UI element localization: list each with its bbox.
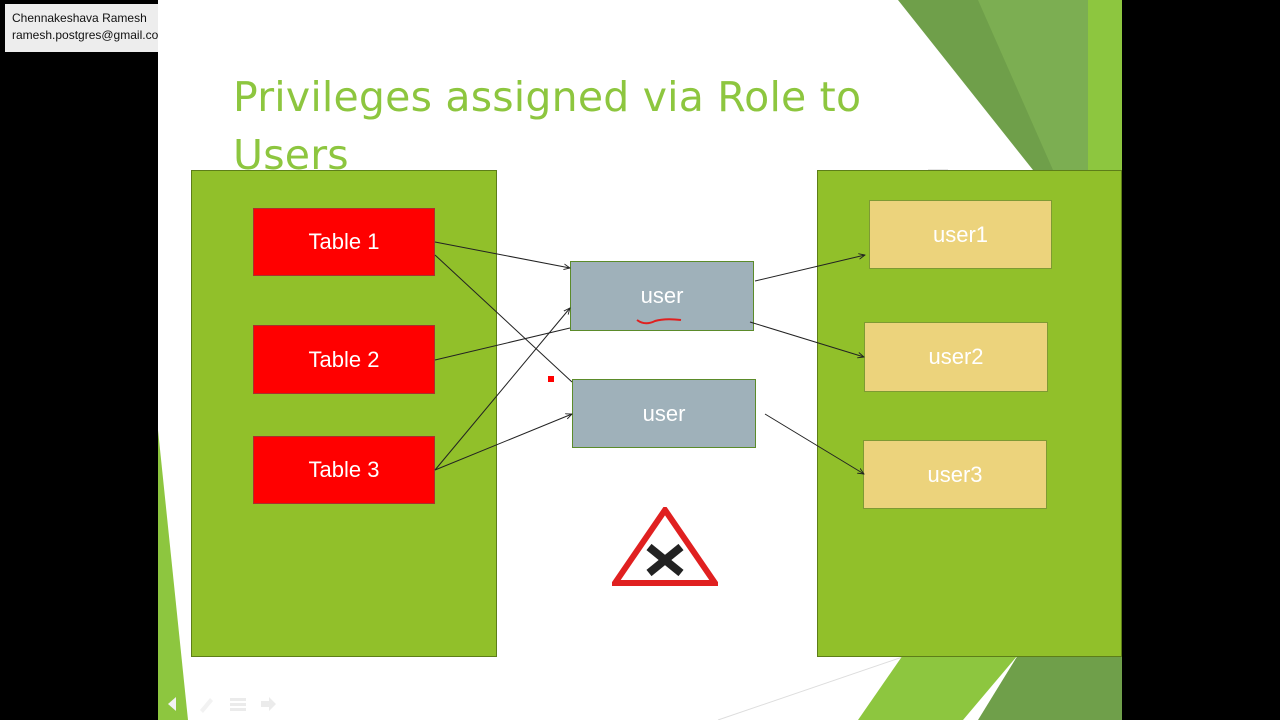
slide-background-decoration [158, 0, 1122, 720]
role-box-2: user [572, 379, 756, 448]
author-name: Chennakeshava Ramesh [12, 11, 147, 25]
table-label: Table 1 [308, 229, 380, 254]
role-label: user [642, 400, 686, 426]
previous-icon[interactable] [168, 697, 176, 711]
table-box-3: Table 3 [253, 436, 435, 504]
slide-title: Privileges assigned via Role to Users [233, 73, 862, 179]
slide-nav-controls [168, 697, 276, 713]
user-box-2: user2 [864, 322, 1048, 392]
user-box-1: user1 [869, 200, 1052, 269]
author-tag: Chennakeshava Ramesh ramesh.postgres@gma… [5, 4, 169, 52]
menu-icon[interactable] [230, 698, 246, 711]
user-label: user3 [927, 461, 983, 487]
user-box-3: user3 [863, 440, 1047, 509]
user-label: user2 [928, 344, 984, 369]
user-label: user1 [932, 221, 989, 247]
pen-icon[interactable] [200, 698, 213, 713]
role-box-1: user [570, 261, 754, 331]
table-box-1: Table 1 [253, 208, 435, 276]
role-label: user [640, 283, 684, 308]
warning-cross-sign-icon [612, 507, 718, 586]
table-label: Table 3 [308, 457, 380, 482]
red-dot-marker [548, 376, 554, 382]
table-label: Table 2 [308, 346, 380, 372]
table-box-2: Table 2 [253, 325, 435, 394]
next-icon[interactable] [261, 697, 276, 711]
author-email: ramesh.postgres@gmail.com [12, 28, 169, 42]
